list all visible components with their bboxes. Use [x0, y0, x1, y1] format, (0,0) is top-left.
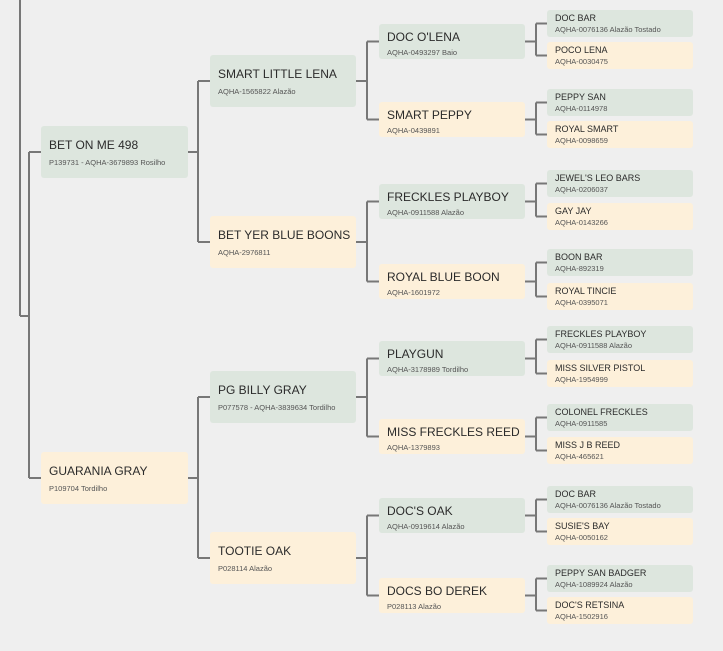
- horse-registration: AQHA-0919614 Alazão: [387, 522, 465, 531]
- horse-registration: AQHA-0098659: [555, 136, 608, 145]
- horse-registration: AQHA-1379893: [387, 443, 440, 452]
- horse-registration: AQHA-0143266: [555, 218, 608, 227]
- horse-registration: AQHA-1954999: [555, 375, 608, 384]
- horse-registration: AQHA-0206037: [555, 185, 608, 194]
- horse-node-gen4-1[interactable]: POCO LENA AQHA-0030475: [547, 42, 693, 69]
- horse-name: GUARANIA GRAY: [49, 464, 148, 478]
- horse-node-gen4-10[interactable]: COLONEL FRECKLES AQHA-0911585: [547, 404, 693, 431]
- horse-registration: AQHA-2976811: [218, 248, 271, 257]
- horse-node-gen4-13[interactable]: SUSIE'S BAY AQHA-0050162: [547, 518, 693, 545]
- horse-name: DOC BAR: [555, 489, 597, 499]
- horse-node-gen4-12[interactable]: DOC BAR AQHA-0076136 Alazão Tostado: [547, 486, 693, 513]
- horse-registration: AQHA-1089924 Alazão: [555, 580, 633, 589]
- horse-node-gen3-3[interactable]: ROYAL BLUE BOON AQHA-1601972: [379, 264, 525, 299]
- horse-registration: AQHA-0076136 Alazão Tostado: [555, 25, 661, 34]
- horse-node-gen3-4[interactable]: PLAYGUN AQHA-3178989 Tordilho: [379, 341, 525, 376]
- horse-name: BET YER BLUE BOONS: [218, 228, 351, 242]
- horse-registration: AQHA-0114978: [555, 104, 608, 113]
- horse-registration: AQHA-0076136 Alazão Tostado: [555, 501, 661, 510]
- horse-registration: P077578 - AQHA-3839634 Tordilho: [218, 403, 336, 412]
- horse-registration: AQHA-0911585: [555, 419, 608, 428]
- horse-node-gen4-0[interactable]: DOC BAR AQHA-0076136 Alazão Tostado: [547, 10, 693, 37]
- horse-name: PEPPY SAN: [555, 92, 606, 102]
- horse-name: COLONEL FRECKLES: [555, 407, 648, 417]
- horse-name: JEWEL'S LEO BARS: [555, 173, 641, 183]
- horse-node-gen2-3[interactable]: TOOTIE OAK P028114 Alazão: [210, 532, 356, 584]
- horse-name: SUSIE'S BAY: [555, 521, 610, 531]
- horse-node-gen2-2[interactable]: PG BILLY GRAY P077578 - AQHA-3839634 Tord…: [210, 371, 356, 423]
- horse-name: PEPPY SAN BADGER: [555, 568, 647, 578]
- horse-registration: P109704 Tordilho: [49, 484, 108, 493]
- horse-name: ROYAL SMART: [555, 124, 619, 134]
- horse-node-gen3-2[interactable]: FRECKLES PLAYBOY AQHA-0911588 Alazão: [379, 184, 525, 219]
- horse-name: SMART PEPPY: [387, 108, 472, 122]
- horse-name: FRECKLES PLAYBOY: [555, 329, 647, 339]
- horse-name: MISS J B REED: [555, 440, 621, 450]
- horse-node-gen4-8[interactable]: FRECKLES PLAYBOY AQHA-0911588 Alazão: [547, 326, 693, 353]
- horse-registration: AQHA-1601972: [387, 288, 440, 297]
- horse-name: ROYAL TINCIE: [555, 286, 617, 296]
- horse-name: DOC'S RETSINA: [555, 600, 625, 610]
- horse-registration: P028114 Alazão: [218, 564, 273, 573]
- horse-name: POCO LENA: [555, 45, 608, 55]
- horse-node-gen3-7[interactable]: DOCS BO DEREK P028113 Alazão: [379, 578, 525, 613]
- horse-registration: P139731 - AQHA-3679893 Rosilho: [49, 158, 166, 167]
- horse-registration: P028113 Alazão: [387, 602, 442, 611]
- horse-registration: AQHA-1502916: [555, 612, 608, 621]
- horse-registration: AQHA-0395071: [555, 298, 608, 307]
- horse-name: BET ON ME 498: [49, 138, 139, 152]
- horse-registration: AQHA-3178989 Tordilho: [387, 365, 469, 374]
- horse-name: GAY JAY: [555, 206, 592, 216]
- horse-node-gen4-7[interactable]: ROYAL TINCIE AQHA-0395071: [547, 283, 693, 310]
- horse-registration: AQHA-0050162: [555, 533, 608, 542]
- horse-node-gen4-6[interactable]: BOON BAR AQHA-892319: [547, 249, 693, 276]
- horse-node-gen3-1[interactable]: SMART PEPPY AQHA-0439891: [379, 102, 525, 137]
- horse-node-gen4-15[interactable]: DOC'S RETSINA AQHA-1502916: [547, 597, 693, 624]
- horse-name: DOC BAR: [555, 13, 597, 23]
- horse-node-gen4-5[interactable]: GAY JAY AQHA-0143266: [547, 203, 693, 230]
- horse-registration: AQHA-465621: [555, 452, 604, 461]
- horse-name: DOCS BO DEREK: [387, 584, 488, 598]
- horse-node-gen4-11[interactable]: MISS J B REED AQHA-465621: [547, 437, 693, 464]
- horse-registration: AQHA-0030475: [555, 57, 608, 66]
- horse-registration: AQHA-0439891: [387, 126, 440, 135]
- horse-name: TOOTIE OAK: [218, 544, 292, 558]
- horse-name: ROYAL BLUE BOON: [387, 270, 500, 284]
- horse-registration: AQHA-0493297 Baio: [387, 48, 458, 57]
- horse-name: FRECKLES PLAYBOY: [387, 190, 509, 204]
- horse-registration: AQHA-0911588 Alazão: [555, 341, 632, 350]
- horse-name: DOC O'LENA: [387, 30, 460, 44]
- horse-node-gen3-5[interactable]: MISS FRECKLES REED AQHA-1379893: [379, 419, 525, 454]
- horse-registration: AQHA-892319: [555, 264, 604, 273]
- horse-node-gen4-4[interactable]: JEWEL'S LEO BARS AQHA-0206037: [547, 170, 693, 197]
- horse-node-gen2-1[interactable]: BET YER BLUE BOONS AQHA-2976811: [210, 216, 356, 268]
- horse-node-gen4-14[interactable]: PEPPY SAN BADGER AQHA-1089924 Alazão: [547, 565, 693, 592]
- horse-node-gen4-2[interactable]: PEPPY SAN AQHA-0114978: [547, 89, 693, 116]
- horse-node-gen4-3[interactable]: ROYAL SMART AQHA-0098659: [547, 121, 693, 148]
- horse-name: MISS SILVER PISTOL: [555, 363, 646, 373]
- horse-node-gen4-9[interactable]: MISS SILVER PISTOL AQHA-1954999: [547, 360, 693, 387]
- horse-name: MISS FRECKLES REED: [387, 425, 520, 439]
- horse-name: DOC'S OAK: [387, 504, 453, 518]
- horse-node-gen3-6[interactable]: DOC'S OAK AQHA-0919614 Alazão: [379, 498, 525, 533]
- horse-registration: AQHA-0911588 Alazão: [387, 208, 464, 217]
- horse-node-gen3-0[interactable]: DOC O'LENA AQHA-0493297 Baio: [379, 24, 525, 59]
- horse-registration: AQHA-1565822 Alazão: [218, 87, 296, 96]
- horse-name: PLAYGUN: [387, 347, 444, 361]
- horse-name: PG BILLY GRAY: [218, 383, 307, 397]
- horse-name: BOON BAR: [555, 252, 603, 262]
- horse-name: SMART LITTLE LENA: [218, 67, 337, 81]
- horse-node-gen1-1[interactable]: GUARANIA GRAY P109704 Tordilho: [41, 452, 188, 504]
- horse-node-gen2-0[interactable]: SMART LITTLE LENA AQHA-1565822 Alazão: [210, 55, 356, 107]
